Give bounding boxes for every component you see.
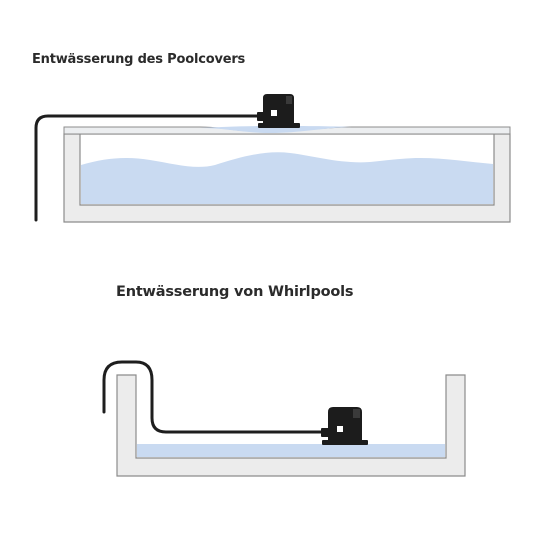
pool-water [81, 152, 493, 204]
whirlpool-pump-hose [102, 360, 328, 434]
whirlpool-drainage-title: Entwässerung von Whirlpools [116, 284, 354, 300]
pool-cover-diagram [34, 94, 511, 223]
cover-puddle [200, 126, 352, 133]
pool-cover-drainage-title: Entwässerung des Poolcovers [32, 52, 246, 67]
cover-pump-hose [34, 114, 267, 222]
whirlpool-diagram [102, 360, 466, 477]
pool-cover-pump-icon [257, 94, 300, 128]
whirlpool-basin [116, 374, 466, 477]
whirlpool-water [137, 444, 445, 457]
whirlpool-pump-icon [321, 407, 368, 445]
